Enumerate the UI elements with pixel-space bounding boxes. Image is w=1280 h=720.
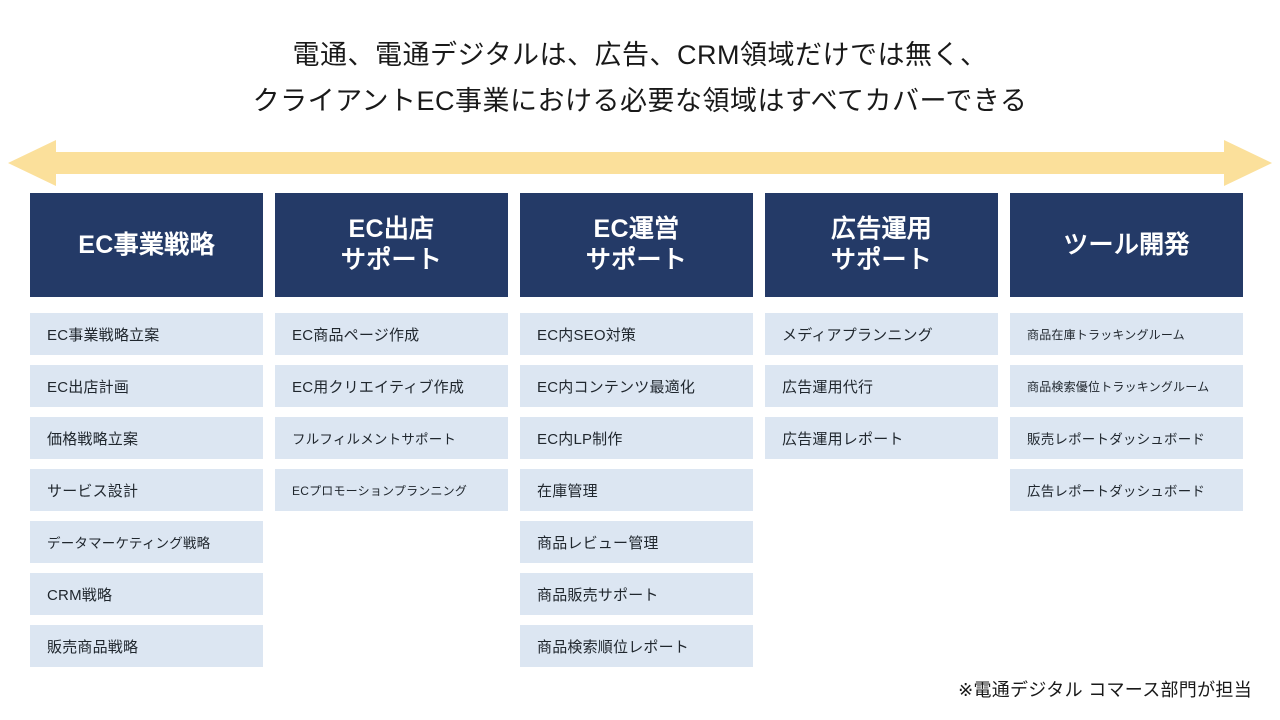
list-item[interactable]: EC用クリエイティブ作成: [275, 365, 508, 407]
column-ad-operations-support: 広告運用 サポート メディアプランニング 広告運用代行 広告運用レポート: [765, 193, 998, 693]
footnote: ※電通デジタル コマース部門が担当: [958, 680, 1252, 700]
column-tool-development: ツール開発 商品在庫トラッキングルーム 商品検索優位トラッキングルーム 販売レポ…: [1010, 193, 1243, 693]
list-item[interactable]: 広告レポートダッシュボード: [1010, 469, 1243, 511]
column-ec-storefront-support: EC出店 サポート EC商品ページ作成 EC用クリエイティブ作成 フルフィルメン…: [275, 193, 508, 693]
list-item[interactable]: 販売商品戦略: [30, 625, 263, 667]
list-item[interactable]: メディアプランニング: [765, 313, 998, 355]
column-header[interactable]: EC事業戦略: [30, 193, 263, 297]
column-header[interactable]: EC出店 サポート: [275, 193, 508, 297]
page-title-line-2: クライアントEC事業における必要な領域はすべてカバーできる: [252, 86, 1028, 116]
column-items: EC内SEO対策 EC内コンテンツ最適化 EC内LP制作 在庫管理 商品レビュー…: [520, 313, 753, 667]
list-item[interactable]: 広告運用代行: [765, 365, 998, 407]
list-item[interactable]: サービス設計: [30, 469, 263, 511]
list-item[interactable]: EC内LP制作: [520, 417, 753, 459]
column-header[interactable]: EC運営 サポート: [520, 193, 753, 297]
page-title-line-1: 電通、電通デジタルは、広告、CRM領域だけでは無く、: [292, 40, 988, 70]
list-item[interactable]: 商品在庫トラッキングルーム: [1010, 313, 1243, 355]
list-item[interactable]: ECプロモーションプランニング: [275, 469, 508, 511]
column-items: EC商品ページ作成 EC用クリエイティブ作成 フルフィルメントサポート ECプロ…: [275, 313, 508, 511]
list-item[interactable]: 販売レポートダッシュボード: [1010, 417, 1243, 459]
column-items: EC事業戦略立案 EC出店計画 価格戦略立案 サービス設計 データマーケティング…: [30, 313, 263, 667]
list-item[interactable]: CRM戦略: [30, 573, 263, 615]
list-item[interactable]: 商品レビュー管理: [520, 521, 753, 563]
list-item[interactable]: 商品検索順位レポート: [520, 625, 753, 667]
list-item[interactable]: 商品検索優位トラッキングルーム: [1010, 365, 1243, 407]
list-item[interactable]: 価格戦略立案: [30, 417, 263, 459]
page-title: 電通、電通デジタルは、広告、CRM領域だけでは無く、 クライアントEC事業におけ…: [0, 32, 1280, 124]
capability-columns: EC事業戦略 EC事業戦略立案 EC出店計画 価格戦略立案 サービス設計 データ…: [30, 193, 1256, 693]
list-item[interactable]: データマーケティング戦略: [30, 521, 263, 563]
list-item[interactable]: EC出店計画: [30, 365, 263, 407]
list-item[interactable]: 広告運用レポート: [765, 417, 998, 459]
list-item[interactable]: 在庫管理: [520, 469, 753, 511]
column-header[interactable]: 広告運用 サポート: [765, 193, 998, 297]
list-item[interactable]: フルフィルメントサポート: [275, 417, 508, 459]
list-item[interactable]: EC内コンテンツ最適化: [520, 365, 753, 407]
list-item[interactable]: EC事業戦略立案: [30, 313, 263, 355]
column-items: 商品在庫トラッキングルーム 商品検索優位トラッキングルーム 販売レポートダッシュ…: [1010, 313, 1243, 511]
list-item[interactable]: 商品販売サポート: [520, 573, 753, 615]
list-item[interactable]: EC内SEO対策: [520, 313, 753, 355]
column-items: メディアプランニング 広告運用代行 広告運用レポート: [765, 313, 998, 459]
column-ec-operations-support: EC運営 サポート EC内SEO対策 EC内コンテンツ最適化 EC内LP制作 在…: [520, 193, 753, 693]
list-item[interactable]: EC商品ページ作成: [275, 313, 508, 355]
column-header[interactable]: ツール開発: [1010, 193, 1243, 297]
column-ec-business-strategy: EC事業戦略 EC事業戦略立案 EC出店計画 価格戦略立案 サービス設計 データ…: [30, 193, 263, 693]
double-headed-arrow-icon: [8, 138, 1272, 188]
